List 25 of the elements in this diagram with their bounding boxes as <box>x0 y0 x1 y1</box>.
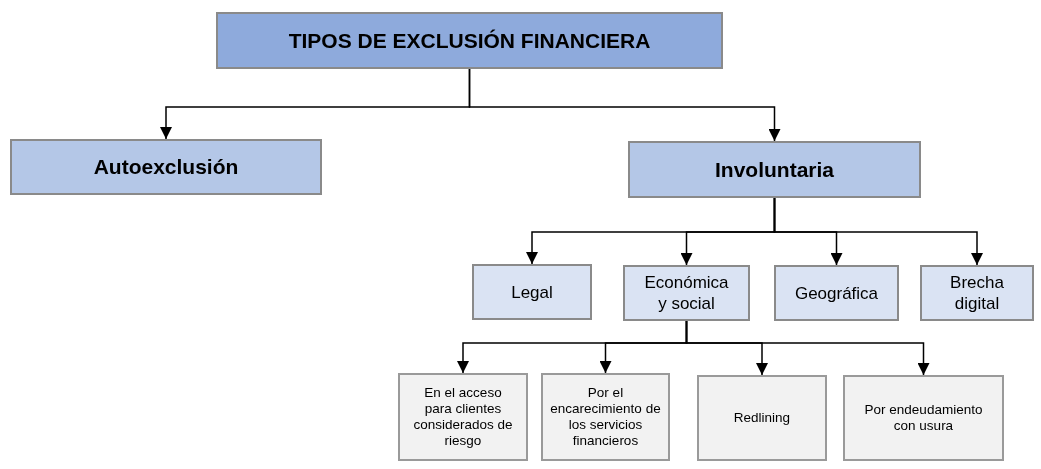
box-label: Involuntaria <box>715 157 834 182</box>
detail-box <box>541 373 670 461</box>
box-label: TIPOS DE EXCLUSIÓN FINANCIERA <box>288 28 651 53</box>
subcategory-box <box>623 265 750 321</box>
arrow <box>685 320 930 376</box>
subcategory-box <box>774 265 899 321</box>
box-label: Legal <box>511 281 553 303</box>
box-label: Económica y social <box>643 272 730 314</box>
box-label: Autoexclusión <box>93 155 239 179</box>
detail-box <box>398 373 528 461</box>
box-label: Por endeudamiento con usura <box>863 402 984 434</box>
category-box <box>10 139 322 195</box>
box-label: Brecha digital <box>949 272 1005 314</box>
box-label: En el acceso para clientes considerados de riesgo <box>412 385 514 449</box>
box-label: Geográfica <box>794 282 879 304</box>
box-label: Por el encarecimiento de los servicios financieros <box>549 385 662 449</box>
title-box <box>216 12 723 69</box>
subcategory-box <box>472 264 592 320</box>
box-label: Redlining <box>733 410 791 426</box>
arrow <box>468 68 781 142</box>
arrow <box>773 197 983 266</box>
detail-box <box>843 375 1004 461</box>
category-box <box>628 141 921 198</box>
detail-box <box>697 375 827 461</box>
subcategory-box <box>920 265 1034 321</box>
